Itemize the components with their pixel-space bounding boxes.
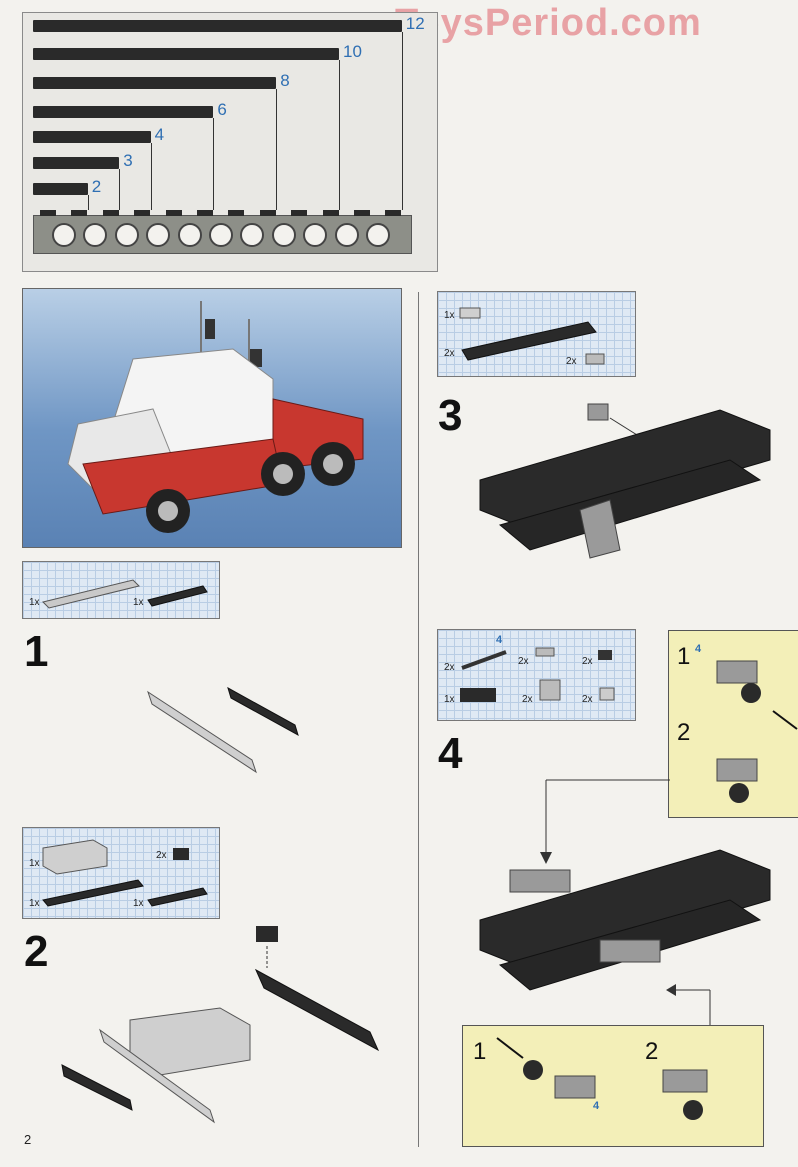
step-4-part-3-qty: 2x xyxy=(582,656,593,667)
step-2-part-4-qty: 1x xyxy=(133,898,144,909)
ruler-guide-3 xyxy=(119,169,121,210)
ruler-base-hole xyxy=(209,223,233,247)
step-1-part-2-qty: 1x xyxy=(133,597,144,608)
step-3-number: 3 xyxy=(438,391,463,440)
ruler-base-hole xyxy=(146,223,171,247)
step-2-part-1-qty: 1x xyxy=(29,858,40,869)
step-2-part-2-qty: 2x xyxy=(156,850,167,861)
ruler-base-stud xyxy=(134,210,151,216)
ruler-base-stud xyxy=(322,210,339,216)
ruler-base-stud xyxy=(385,210,402,216)
ruler-bar-8 xyxy=(33,77,277,89)
ruler-guide-10 xyxy=(339,60,340,210)
callout-bottom-sub-1: 1 xyxy=(473,1038,487,1065)
ruler-base-stud xyxy=(165,210,182,216)
ruler-bar-6 xyxy=(33,106,214,118)
column-divider xyxy=(418,292,419,1147)
ruler-base-stud xyxy=(102,210,119,216)
ruler-base-hole xyxy=(303,223,328,247)
ruler-base-hole xyxy=(177,223,202,247)
ruler-base-stud xyxy=(291,210,308,216)
step-4-assembly xyxy=(479,779,771,1026)
ruler-base-stud xyxy=(71,210,88,216)
step-3-parts-box: 1x 2x 2x xyxy=(437,291,636,377)
callout-bottom: 1 4 2 xyxy=(462,1025,764,1147)
ruler-label-4: 4 xyxy=(154,125,165,144)
ruler-bar-2 xyxy=(33,183,88,195)
ruler-bar-3 xyxy=(33,157,120,169)
step-4-axle-length: 4 xyxy=(496,634,503,646)
ruler-guide-4 xyxy=(150,143,152,210)
callout-top: 1 4 2 xyxy=(668,630,798,818)
callout-top-sub-1: 1 xyxy=(677,643,691,670)
step-1-number: 1 xyxy=(24,627,49,676)
step-3-part-1-qty: 1x xyxy=(444,310,455,321)
ruler-base-stud xyxy=(197,210,213,216)
callout-bottom-sub-2: 2 xyxy=(645,1038,659,1065)
step-4-parts-art xyxy=(460,647,615,702)
ruler-base-beam xyxy=(33,210,412,254)
ruler-base-hole xyxy=(52,223,76,247)
step-4-part-4-qty: 1x xyxy=(444,694,455,705)
step-1-parts-box: 1x 1x xyxy=(22,561,220,619)
callout-top-art xyxy=(716,660,798,803)
page-number: 2 xyxy=(24,1132,32,1147)
ruler-base-hole xyxy=(83,223,108,247)
ruler-base-stud xyxy=(259,210,276,216)
step-3-parts-art xyxy=(459,307,605,365)
ruler-label-12: 12 xyxy=(405,14,425,33)
ruler-label-8: 8 xyxy=(280,71,290,90)
step-4-parts-box: 4 2x 2x 2x 1x 2x 2x xyxy=(437,629,636,721)
ruler-base-hole xyxy=(271,223,296,247)
step-4-part-2-qty: 2x xyxy=(518,656,529,667)
ruler-base-stud xyxy=(354,210,370,216)
step-3-assembly xyxy=(479,403,771,559)
step-1-assembly xyxy=(147,686,299,774)
ruler-label-6: 6 xyxy=(217,100,227,119)
truck-illustration xyxy=(67,301,364,533)
step-1-part-1-qty: 1x xyxy=(29,597,40,608)
step-2-parts-box: 1x 2x 1x 1x xyxy=(22,827,220,919)
step-3-part-3-qty: 2x xyxy=(566,356,577,367)
ruler-guide-8 xyxy=(276,89,278,210)
ruler-guide-12 xyxy=(401,32,403,210)
step-4-number: 4 xyxy=(438,729,463,778)
callout-bottom-axle-length: 4 xyxy=(593,1100,600,1112)
callout-top-axle-length: 4 xyxy=(695,643,702,655)
step-3-part-2-qty: 2x xyxy=(444,348,455,359)
step-2-assembly xyxy=(61,926,380,1124)
ruler-base-hole xyxy=(334,223,359,247)
ruler-bar-10 xyxy=(33,48,339,60)
ruler-bar-12 xyxy=(33,20,402,32)
step-2-part-3-qty: 1x xyxy=(29,898,40,909)
ruler-base-hole xyxy=(114,223,139,247)
watermark-text: ToysPeriod.com xyxy=(395,2,702,44)
ruler-base-hole xyxy=(366,223,390,247)
ruler-label-2: 2 xyxy=(91,177,102,196)
step-1-parts-art xyxy=(42,579,208,609)
truck-model-photo xyxy=(22,288,402,548)
step-2-parts-art xyxy=(42,839,208,907)
ruler-guide-6 xyxy=(213,118,215,210)
ruler-guide-2 xyxy=(87,195,89,210)
callout-top-sub-2: 2 xyxy=(677,719,691,746)
ruler-bar-4 xyxy=(33,131,151,143)
ruler-base-hole xyxy=(240,223,265,247)
ruler-base-stud xyxy=(228,210,245,216)
ruler-label-3: 3 xyxy=(123,151,133,170)
step-4-part-1-qty: 2x xyxy=(444,662,455,673)
step-2-number: 2 xyxy=(24,927,49,976)
ruler-base-stud xyxy=(40,210,56,216)
callout-bottom-art xyxy=(496,1037,708,1120)
step-4-part-5-qty: 2x xyxy=(522,694,533,705)
ruler-label-10: 10 xyxy=(343,42,362,61)
step-4-part-6-qty: 2x xyxy=(582,694,593,705)
